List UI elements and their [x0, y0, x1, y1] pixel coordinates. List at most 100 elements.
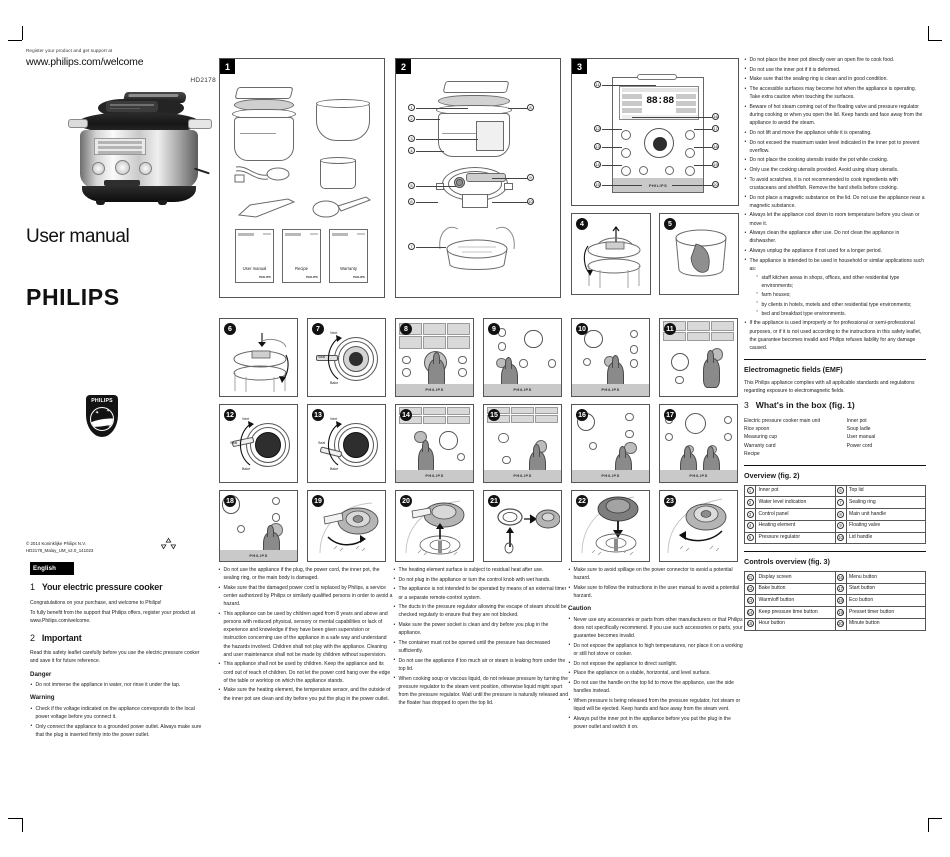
- preset-timer-button[interactable]: [685, 166, 695, 176]
- box-item: Recipe: [744, 450, 760, 457]
- figure-9: PHILIPS 9: [483, 318, 562, 397]
- text-column-3: The heating element surface is subject t…: [393, 566, 569, 709]
- seal-label: Seal: [318, 441, 326, 445]
- bake-button[interactable]: [621, 130, 631, 140]
- callout-number: 12: [746, 585, 754, 593]
- figure-badge: 19: [312, 495, 324, 507]
- callout-14: 14: [594, 161, 601, 168]
- box-item: Warranty card: [744, 442, 776, 449]
- figure-badge: 20: [400, 495, 412, 507]
- intro-paragraph-1: Congratulations on your purchase, and we…: [30, 599, 162, 606]
- model-number: HD2178: [190, 77, 216, 84]
- callout-2: 2: [408, 115, 415, 122]
- emf-heading: Electromagnetic fields (EMF): [744, 365, 843, 375]
- panel-brand: PHILIPS: [572, 383, 649, 396]
- copyright-block: © 2014 Koninklijke Philips N.V. HD2178_M…: [26, 541, 93, 555]
- panel-brand: PHILIPS: [660, 469, 737, 482]
- list-item: Always put the inner pot in the applianc…: [568, 714, 744, 731]
- figure-13: 13 Vent Seal Bake: [307, 404, 386, 483]
- callout-7: 7: [408, 243, 415, 250]
- table-row: 11 Display screen 16 Menu button: [744, 570, 926, 584]
- figure-badge: 2: [396, 59, 411, 74]
- list-item: Make sure the power socket is clean and …: [393, 621, 569, 637]
- figure-18: 3s PHILIPS 18: [219, 490, 298, 562]
- keep-pressure-time-button[interactable]: [621, 166, 631, 176]
- booklet-logo: PHILIPS: [353, 274, 365, 279]
- regulator-handle: [316, 355, 338, 361]
- text-column-2: Do not use the appliance if the plug, th…: [218, 566, 394, 705]
- figure-4-open-lid: 4: [571, 213, 651, 295]
- minute-button[interactable]: [665, 166, 674, 175]
- callout-5: 5: [408, 182, 415, 189]
- table-row: 4 Heating element 9 Floating valve: [744, 519, 926, 533]
- callout-number: 19: [837, 608, 844, 616]
- list-item: When pressure is being released from the…: [568, 696, 744, 713]
- caution-heading: Caution: [568, 605, 592, 613]
- list-item: Make sure that the damaged power cord is…: [218, 584, 394, 609]
- booklet-user-manual: User manual PHILIPS: [235, 229, 274, 283]
- table-cell: Hour button: [755, 617, 836, 631]
- list-item: The appliance is not intended to be oper…: [393, 585, 569, 601]
- bake-label: Bake: [330, 467, 339, 471]
- table-row: 14 Keep pressure time button 19 Presset …: [744, 606, 926, 619]
- list-item: This appliance can be used by children a…: [218, 610, 394, 659]
- divider: [744, 551, 926, 553]
- box-item: Rice spoon: [744, 426, 770, 433]
- philips-shield-logo: PHILIPS ✦ ✦ ✦ ✦: [86, 395, 216, 437]
- list-item: Do not use the inner pot if it is deform…: [744, 65, 926, 74]
- callout-number: 14: [746, 608, 754, 616]
- display-value: 88:88: [646, 96, 674, 107]
- callout-13: 13: [594, 143, 601, 150]
- callout-number: 2: [746, 498, 754, 506]
- callout-18: 18: [712, 143, 719, 150]
- figure-badge: 15: [488, 409, 500, 421]
- section-1-heading: 1 Your electric pressure cooker: [30, 580, 206, 595]
- section-2-number: 2: [30, 632, 35, 643]
- crop-mark: [22, 818, 23, 832]
- callout-number: 3: [746, 510, 754, 518]
- table-cell: Display screen: [755, 570, 836, 584]
- divider: [744, 359, 926, 361]
- danger-list: Do not immerse the appliance in water, n…: [30, 681, 206, 689]
- list-item: The container must not be opened until t…: [393, 639, 569, 655]
- callout-number: 16: [837, 573, 844, 581]
- list-item: Always unplug the appliance if not used …: [744, 247, 926, 255]
- important-intro: Read this safety leaflet carefully befor…: [30, 650, 200, 665]
- list-item: Never use any accessories or parts from …: [568, 615, 744, 641]
- list-item: This appliance shall not be used by chil…: [218, 660, 394, 685]
- controls-overview-table: 11 Display screen 16 Menu button 12 Bake…: [744, 570, 926, 631]
- list-item: Make sure to follow the instructions in …: [568, 584, 744, 600]
- callout-number: 5: [746, 534, 754, 542]
- figure-badge: 21: [488, 495, 500, 507]
- list-item: Check if the voltage indicated on the ap…: [30, 705, 206, 721]
- figure-1-box-contents: 1 User manual PHILIPS: [219, 58, 385, 298]
- start-button[interactable]: [685, 130, 695, 140]
- list-item: When cooking soup or viscous liquid, do …: [393, 674, 569, 708]
- section-1-title: Your electric pressure cooker: [41, 582, 163, 593]
- callout-number: 9: [837, 522, 844, 530]
- table-cell: Sealing ring: [845, 496, 926, 510]
- panel-brand: PHILIPS: [572, 469, 649, 482]
- table-cell: Minute button: [845, 617, 926, 631]
- figure-21: 21: [483, 490, 562, 562]
- list-item: Only use the cooking utensils provided. …: [744, 166, 926, 174]
- figure-10: PHILIPS 10: [571, 318, 650, 397]
- household-sublist: staff kitchen areas in shops, offices, a…: [757, 274, 927, 318]
- menu-knob[interactable]: [644, 128, 674, 158]
- hour-button[interactable]: [639, 166, 648, 175]
- table-row: 2 Water level indication 7 Sealing ring: [744, 496, 926, 510]
- cover-panel: Register your product and get support at…: [26, 48, 216, 437]
- warm-off-button[interactable]: [621, 148, 631, 158]
- language-label: English: [30, 562, 74, 576]
- welcome-url[interactable]: www.philips.com/welcome: [26, 56, 144, 68]
- figure-badge: 13: [312, 409, 324, 421]
- figure-19: 19: [307, 490, 386, 562]
- control-panel-sketch: [476, 121, 504, 151]
- table-row: 3 Control panel 8 Main unit handle: [744, 508, 926, 521]
- list-item: If the appliance is used improperly or f…: [744, 319, 926, 352]
- warning-list-part-1: Check if the voltage indicated on the ap…: [30, 705, 206, 739]
- eco-button[interactable]: [685, 148, 695, 158]
- callout-8: 8: [527, 104, 534, 111]
- callout-number: 17: [837, 585, 844, 593]
- copyright-line: © 2014 Koninklijke Philips N.V.: [26, 541, 86, 546]
